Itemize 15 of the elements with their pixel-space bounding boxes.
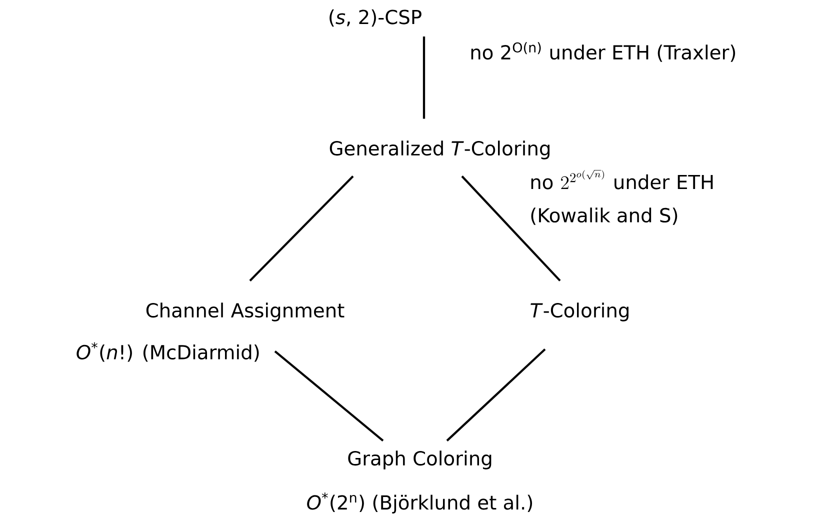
problem-label: (s, 2)-CSP (330, 9, 422, 27)
problem-label: Graph Coloring (348, 450, 492, 470)
connector-line (446, 348, 546, 442)
complexity-note: no 2$^{O(n)}$ under ETH (Traxler) (471, 42, 736, 62)
problem-label: Channel Assignment (146, 302, 344, 322)
connector-line (461, 176, 561, 282)
problem-label: T-Coloring (530, 302, 628, 322)
complexity-note: O$^{*}$(2$^{n}$) (Björklund et al.) (307, 492, 532, 514)
connector-line (249, 176, 354, 282)
connector-line (422, 36, 426, 119)
complexity-note: O$^{*}$(n!) (McDiarmid) (76, 342, 259, 362)
problem-label: Generalized T-Coloring (330, 140, 550, 160)
complexity-note: (Kowalik and S) (531, 208, 678, 225)
complexity-note: $\text{no }2^{2^{o(\sqrt{n})}}\text{ under ETH}$ (531, 170, 713, 190)
connector-line (274, 350, 384, 442)
